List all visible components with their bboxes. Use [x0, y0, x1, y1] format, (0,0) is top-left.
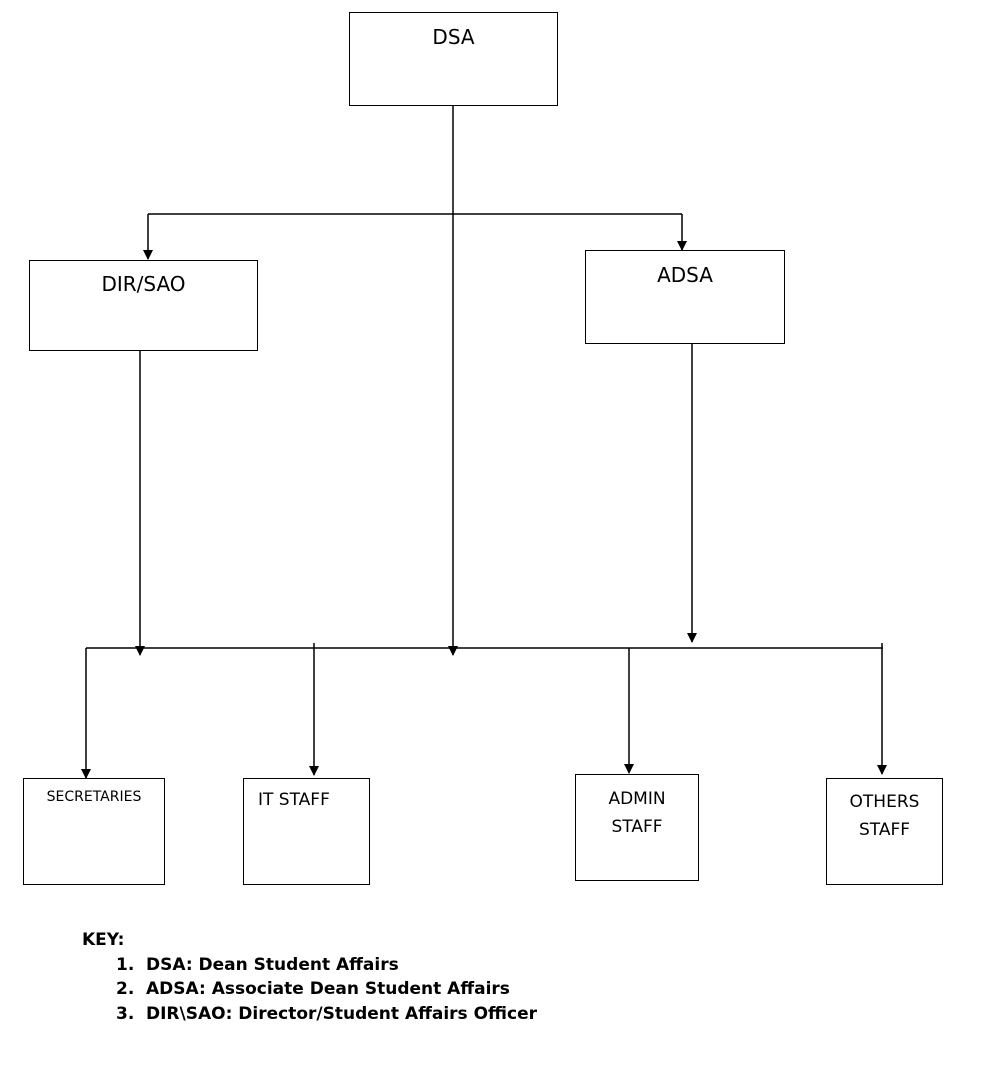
node-dsa-label: DSA: [432, 25, 475, 49]
legend-key: KEY: 1. DSA: Dean Student Affairs 2. ADSA:…: [82, 928, 537, 1026]
legend-item-text: ADSA: Associate Dean Student Affairs: [146, 979, 510, 999]
node-admin-staff-label: ADMIN STAFF: [608, 789, 666, 837]
node-others-staff-label: OTHERS STAFF: [849, 792, 920, 840]
node-secretaries-label: SECRETARIES: [46, 789, 142, 805]
legend-item: 1. DSA: Dean Student Affairs: [116, 953, 537, 978]
node-adsa-label: ADSA: [657, 263, 713, 287]
legend-item-text: DIR\SAO: Director/Student Affairs Office…: [146, 1003, 537, 1024]
legend-item: 3. DIR\SAO: Director/Student Affairs Offi…: [116, 1002, 537, 1027]
legend-item-number: 1.: [116, 954, 135, 975]
legend-item: 2. ADSA: Associate Dean Student Affairs: [116, 977, 537, 1002]
legend-item-number: 2.: [116, 979, 135, 999]
legend-item-text: DSA: Dean Student Affairs: [146, 954, 399, 975]
legend-item-number: 3.: [116, 1003, 135, 1024]
node-dsa: DSA: [349, 12, 558, 106]
node-others-staff: OTHERS STAFF: [826, 778, 943, 885]
node-dir-sao-label: DIR/SAO: [101, 272, 186, 296]
node-admin-staff: ADMIN STAFF: [575, 774, 699, 881]
node-secretaries: SECRETARIES: [23, 778, 165, 885]
node-dir-sao: DIR/SAO: [29, 260, 258, 351]
legend-title: KEY:: [82, 930, 125, 950]
node-it-staff-label: IT STAFF: [258, 790, 330, 810]
node-adsa: ADSA: [585, 250, 785, 344]
node-it-staff: IT STAFF: [243, 778, 370, 885]
